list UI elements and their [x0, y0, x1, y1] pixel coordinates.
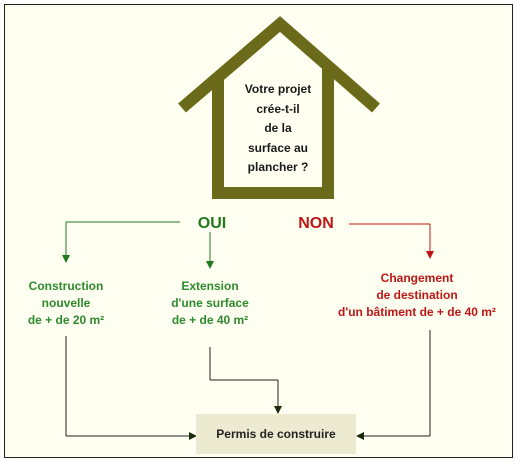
question-line-2: crée-t-il — [256, 101, 300, 116]
question-line-3: de la — [264, 121, 292, 135]
question-line-5: plancher ? — [247, 160, 309, 174]
permis-label: Permis de construire — [216, 427, 336, 441]
branch-extension-line-2: d'une surface — [171, 296, 249, 310]
diagram-frame — [4, 4, 513, 458]
house-question: Votre projet crée-t-il de la surface au … — [224, 80, 332, 178]
branch-changement-line-3: d'un bâtiment de + de 40 m² — [338, 305, 496, 319]
answer-non: NON — [298, 215, 334, 232]
branch-changement-line-2: de destination — [376, 288, 458, 302]
arrow-head-changement — [426, 251, 434, 259]
branch-extension: Extension d'une surface de + de 40 m² — [148, 278, 272, 329]
arrow-head-construction — [62, 255, 70, 263]
result-connectors — [65, 330, 431, 440]
arrow-head-extension — [206, 261, 214, 269]
non-connector — [349, 223, 434, 259]
house-icon — [178, 16, 380, 199]
branch-construction-line-1: Construction — [28, 279, 104, 293]
question-line-4: surface au — [247, 140, 309, 155]
branch-changement-line-1: Changement — [380, 271, 454, 285]
branch-changement: Changement de destination d'un bâtiment … — [324, 270, 510, 321]
branch-extension-line-3: de + de 40 m² — [171, 313, 249, 327]
branch-construction-line-3: de + de 20 m² — [27, 313, 105, 327]
permis-de-construire-box: Permis de construire — [196, 414, 356, 454]
branch-construction: Construction nouvelle de + de 20 m² — [6, 278, 126, 329]
arrow-head-left-to-permis — [189, 432, 197, 440]
answer-oui: OUI — [197, 215, 227, 232]
arrow-head-right-to-permis — [356, 432, 364, 440]
branch-extension-line-1: Extension — [181, 279, 239, 293]
question-line-1: Votre projet — [244, 82, 312, 96]
oui-connectors — [62, 221, 214, 269]
branch-construction-line-2: nouvelle — [41, 296, 91, 310]
arrow-head-top-to-permis — [274, 406, 282, 414]
